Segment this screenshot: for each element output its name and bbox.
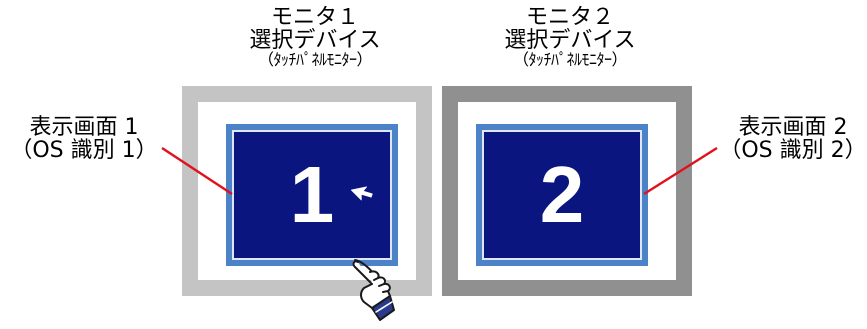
display-1-os-id: （OS 識別 1） <box>10 138 158 164</box>
monitor-1-heading: モニタ１ 選択デバイス （ﾀｯﾁﾊﾟﾈﾙﾓﾆﾀｰ） <box>200 6 430 69</box>
display-1-name: 表示画面 1 <box>29 115 139 140</box>
display-2-label: 表示画面 2 （OS 識別 2） <box>718 116 867 162</box>
display-1-label: 表示画面 1 （OS 識別 1） <box>4 116 164 162</box>
display-1-screen-inner: 1 <box>232 130 392 260</box>
monitor-2-title: モニタ２ <box>525 5 614 30</box>
display-2-os-id: （OS 識別 2） <box>719 138 867 164</box>
display-1-screen[interactable]: 1 <box>226 124 398 266</box>
monitor-1-subtitle: 選択デバイス <box>249 28 381 54</box>
monitor-2-device-type: （ﾀｯﾁﾊﾟﾈﾙﾓﾆﾀｰ） <box>512 50 628 70</box>
display-2-screen[interactable]: 2 <box>476 124 648 266</box>
monitor-1-device-type: （ﾀｯﾁﾊﾟﾈﾙﾓﾆﾀｰ） <box>257 50 373 70</box>
display-1-number: 1 <box>289 150 335 239</box>
monitor-2-subtitle: 選択デバイス <box>504 28 636 54</box>
display-2-number: 2 <box>539 150 585 239</box>
display-2-name: 表示画面 2 <box>738 115 848 140</box>
display-2-screen-inner: 2 <box>482 130 642 260</box>
monitor-2-heading: モニタ２ 選択デバイス （ﾀｯﾁﾊﾟﾈﾙﾓﾆﾀｰ） <box>450 6 690 69</box>
monitor-1-title: モニタ１ <box>270 5 359 30</box>
